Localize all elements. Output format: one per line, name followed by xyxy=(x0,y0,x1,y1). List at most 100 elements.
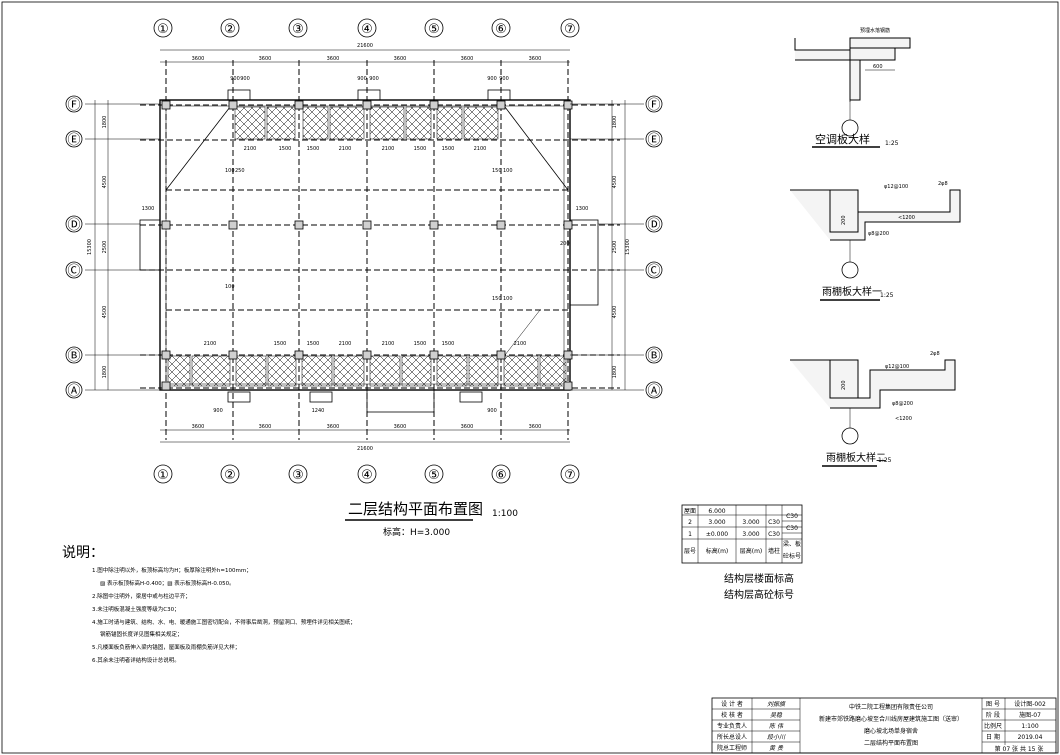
detail-dim: <1200 xyxy=(895,416,912,422)
table-cell: 1 xyxy=(688,531,692,538)
axis-bubbles-sides: Ⓕ Ⓔ Ⓓ Ⓒ Ⓑ Ⓐ Ⓕ Ⓔ Ⓓ Ⓒ Ⓑ Ⓐ xyxy=(65,95,663,399)
notes: 说明： 1.图中除注明以外，板顶标高均为H；板厚除注明外h=100mm； ▨ 表… xyxy=(62,545,356,664)
hatched-slab xyxy=(329,106,365,140)
dim-side: 4500 xyxy=(612,176,618,189)
detail-rebar: φ12@100 xyxy=(885,364,909,370)
axis-label: Ⓒ xyxy=(67,264,80,279)
tb-station: 磨心坡北场单身宿舍 xyxy=(864,727,918,735)
dim-bay: 3600 xyxy=(461,424,474,430)
axis-label: ① xyxy=(157,22,169,37)
hatched-slab xyxy=(333,355,365,387)
axis-label: Ⓐ xyxy=(67,384,80,399)
dim-annotation: 200 xyxy=(560,241,570,247)
dim-opening: 1240 xyxy=(312,408,325,414)
dim-annotation: 100 xyxy=(503,168,513,174)
tb-signature: 刘振旗 xyxy=(767,700,786,708)
dim-opening: 900 xyxy=(369,76,379,82)
hatched-slab xyxy=(191,355,231,387)
detail-rebar: φ8@200 xyxy=(868,231,889,237)
tb-value: 2019.04 xyxy=(1018,734,1043,741)
tb-label: 比例尺 xyxy=(984,722,1002,730)
dim-side: 1800 xyxy=(102,116,108,129)
table-header: 层号 xyxy=(684,548,696,555)
dim-stair: 2100 xyxy=(204,341,217,347)
table-header: 墙柱 xyxy=(768,547,780,555)
axis-label: ② xyxy=(224,22,236,37)
dim-side: 1800 xyxy=(612,366,618,379)
note-item: 5.凡楼面板负筋伸入梁内锚固，屋面板及雨棚负筋详见大样； xyxy=(92,643,240,651)
hatched-slab xyxy=(539,355,567,387)
right-cantilever xyxy=(569,219,599,306)
detail-title: 雨棚板大样二 xyxy=(826,451,886,464)
plan-elevation: 标高：H=3.000 xyxy=(383,526,450,538)
dim-stair: 1500 xyxy=(442,146,455,152)
detail-title: 空调板大样 xyxy=(815,132,870,146)
table-cell: C30 xyxy=(786,513,798,520)
tb-project: 新建市郊铁路磨心坡至合川线房屋建筑施工图（送审） xyxy=(819,715,963,723)
tb-label: 专业负责人 xyxy=(717,722,747,730)
table-cell: C30 xyxy=(768,531,780,538)
note-item: 2.除图中注明外，梁居中或与柱边平齐； xyxy=(92,592,191,600)
hatched-slab xyxy=(401,355,432,387)
axis-label: Ⓒ xyxy=(647,264,660,279)
dim-bay: 3600 xyxy=(529,424,542,430)
tb-label: 校 核 者 xyxy=(721,711,743,719)
dim-stair: 1500 xyxy=(414,341,427,347)
dim-opening: 900 xyxy=(487,76,497,82)
axis-label: ② xyxy=(224,468,236,483)
dim-side: 1800 xyxy=(102,366,108,379)
dim-side: 2500 xyxy=(102,241,108,254)
dim-stair: 1500 xyxy=(279,146,292,152)
tb-value: 设计图-002 xyxy=(1014,700,1046,708)
ac-board xyxy=(357,89,381,101)
table-caption: 结构层楼面标高 xyxy=(724,572,794,585)
axis-label: ③ xyxy=(292,22,304,37)
corner-diagonal xyxy=(504,309,541,356)
detail-scale: 1:25 xyxy=(885,140,899,147)
notes-heading: 说明： xyxy=(62,545,104,561)
dim-stair: 1500 xyxy=(414,146,427,152)
dim-total-top: 21600 xyxy=(357,43,373,49)
dim-annotation: 250 xyxy=(235,168,245,174)
axis-label: ③ xyxy=(292,468,304,483)
table-cell: 6.000 xyxy=(708,508,725,515)
dim-stair: 1500 xyxy=(442,341,455,347)
dim-stair: 2100 xyxy=(514,341,527,347)
table-cell: C30 xyxy=(768,519,780,526)
hatched-slab xyxy=(436,106,463,140)
columns xyxy=(161,100,573,391)
dim-annotation: 150 xyxy=(492,296,502,302)
tb-label: 院总工程师 xyxy=(717,744,747,752)
dim-stair: 2100 xyxy=(339,146,352,152)
hatched-slab xyxy=(235,355,267,387)
dim-stair: 2100 xyxy=(474,146,487,152)
detail-title: 雨棚板大样一 xyxy=(822,285,882,298)
bottom-canopy xyxy=(366,389,435,413)
slab-inner-outline xyxy=(165,105,565,385)
detail-rebar: φ12@100 xyxy=(884,184,908,190)
axis-label: ⑤ xyxy=(428,468,440,483)
floor-plan xyxy=(85,49,644,443)
dim-opening: 900 xyxy=(499,76,509,82)
dim-bay: 3600 xyxy=(394,424,407,430)
tb-sheet: 第 07 张 共 15 张 xyxy=(995,745,1044,753)
detail-scale: 1:25 xyxy=(880,292,894,299)
dimension-texts: 21600 3600 3600 3600 3600 3600 3600 3600… xyxy=(87,43,631,452)
plan-scale: 1:100 xyxy=(492,509,518,519)
table-header: 标高(m) xyxy=(706,547,729,555)
corner-diagonal xyxy=(165,106,231,191)
table-header: 砼标号 xyxy=(783,552,801,560)
dim-side: 4500 xyxy=(102,176,108,189)
ac-board xyxy=(459,391,483,403)
axis-bubbles-bottom: ① ② ③ ④ ⑤ ⑥ ⑦ xyxy=(153,464,580,484)
dim-side: 1800 xyxy=(612,116,618,129)
dim-total-bottom: 21600 xyxy=(357,446,373,452)
axis-label: ⑥ xyxy=(495,468,507,483)
dim-bay: 3600 xyxy=(259,424,272,430)
dim-stair: 1500 xyxy=(274,341,287,347)
axis-label: Ⓔ xyxy=(647,133,660,148)
tb-label: 设 计 者 xyxy=(721,700,743,708)
tb-value: 1:100 xyxy=(1021,723,1038,730)
hatched-slab xyxy=(463,106,499,140)
